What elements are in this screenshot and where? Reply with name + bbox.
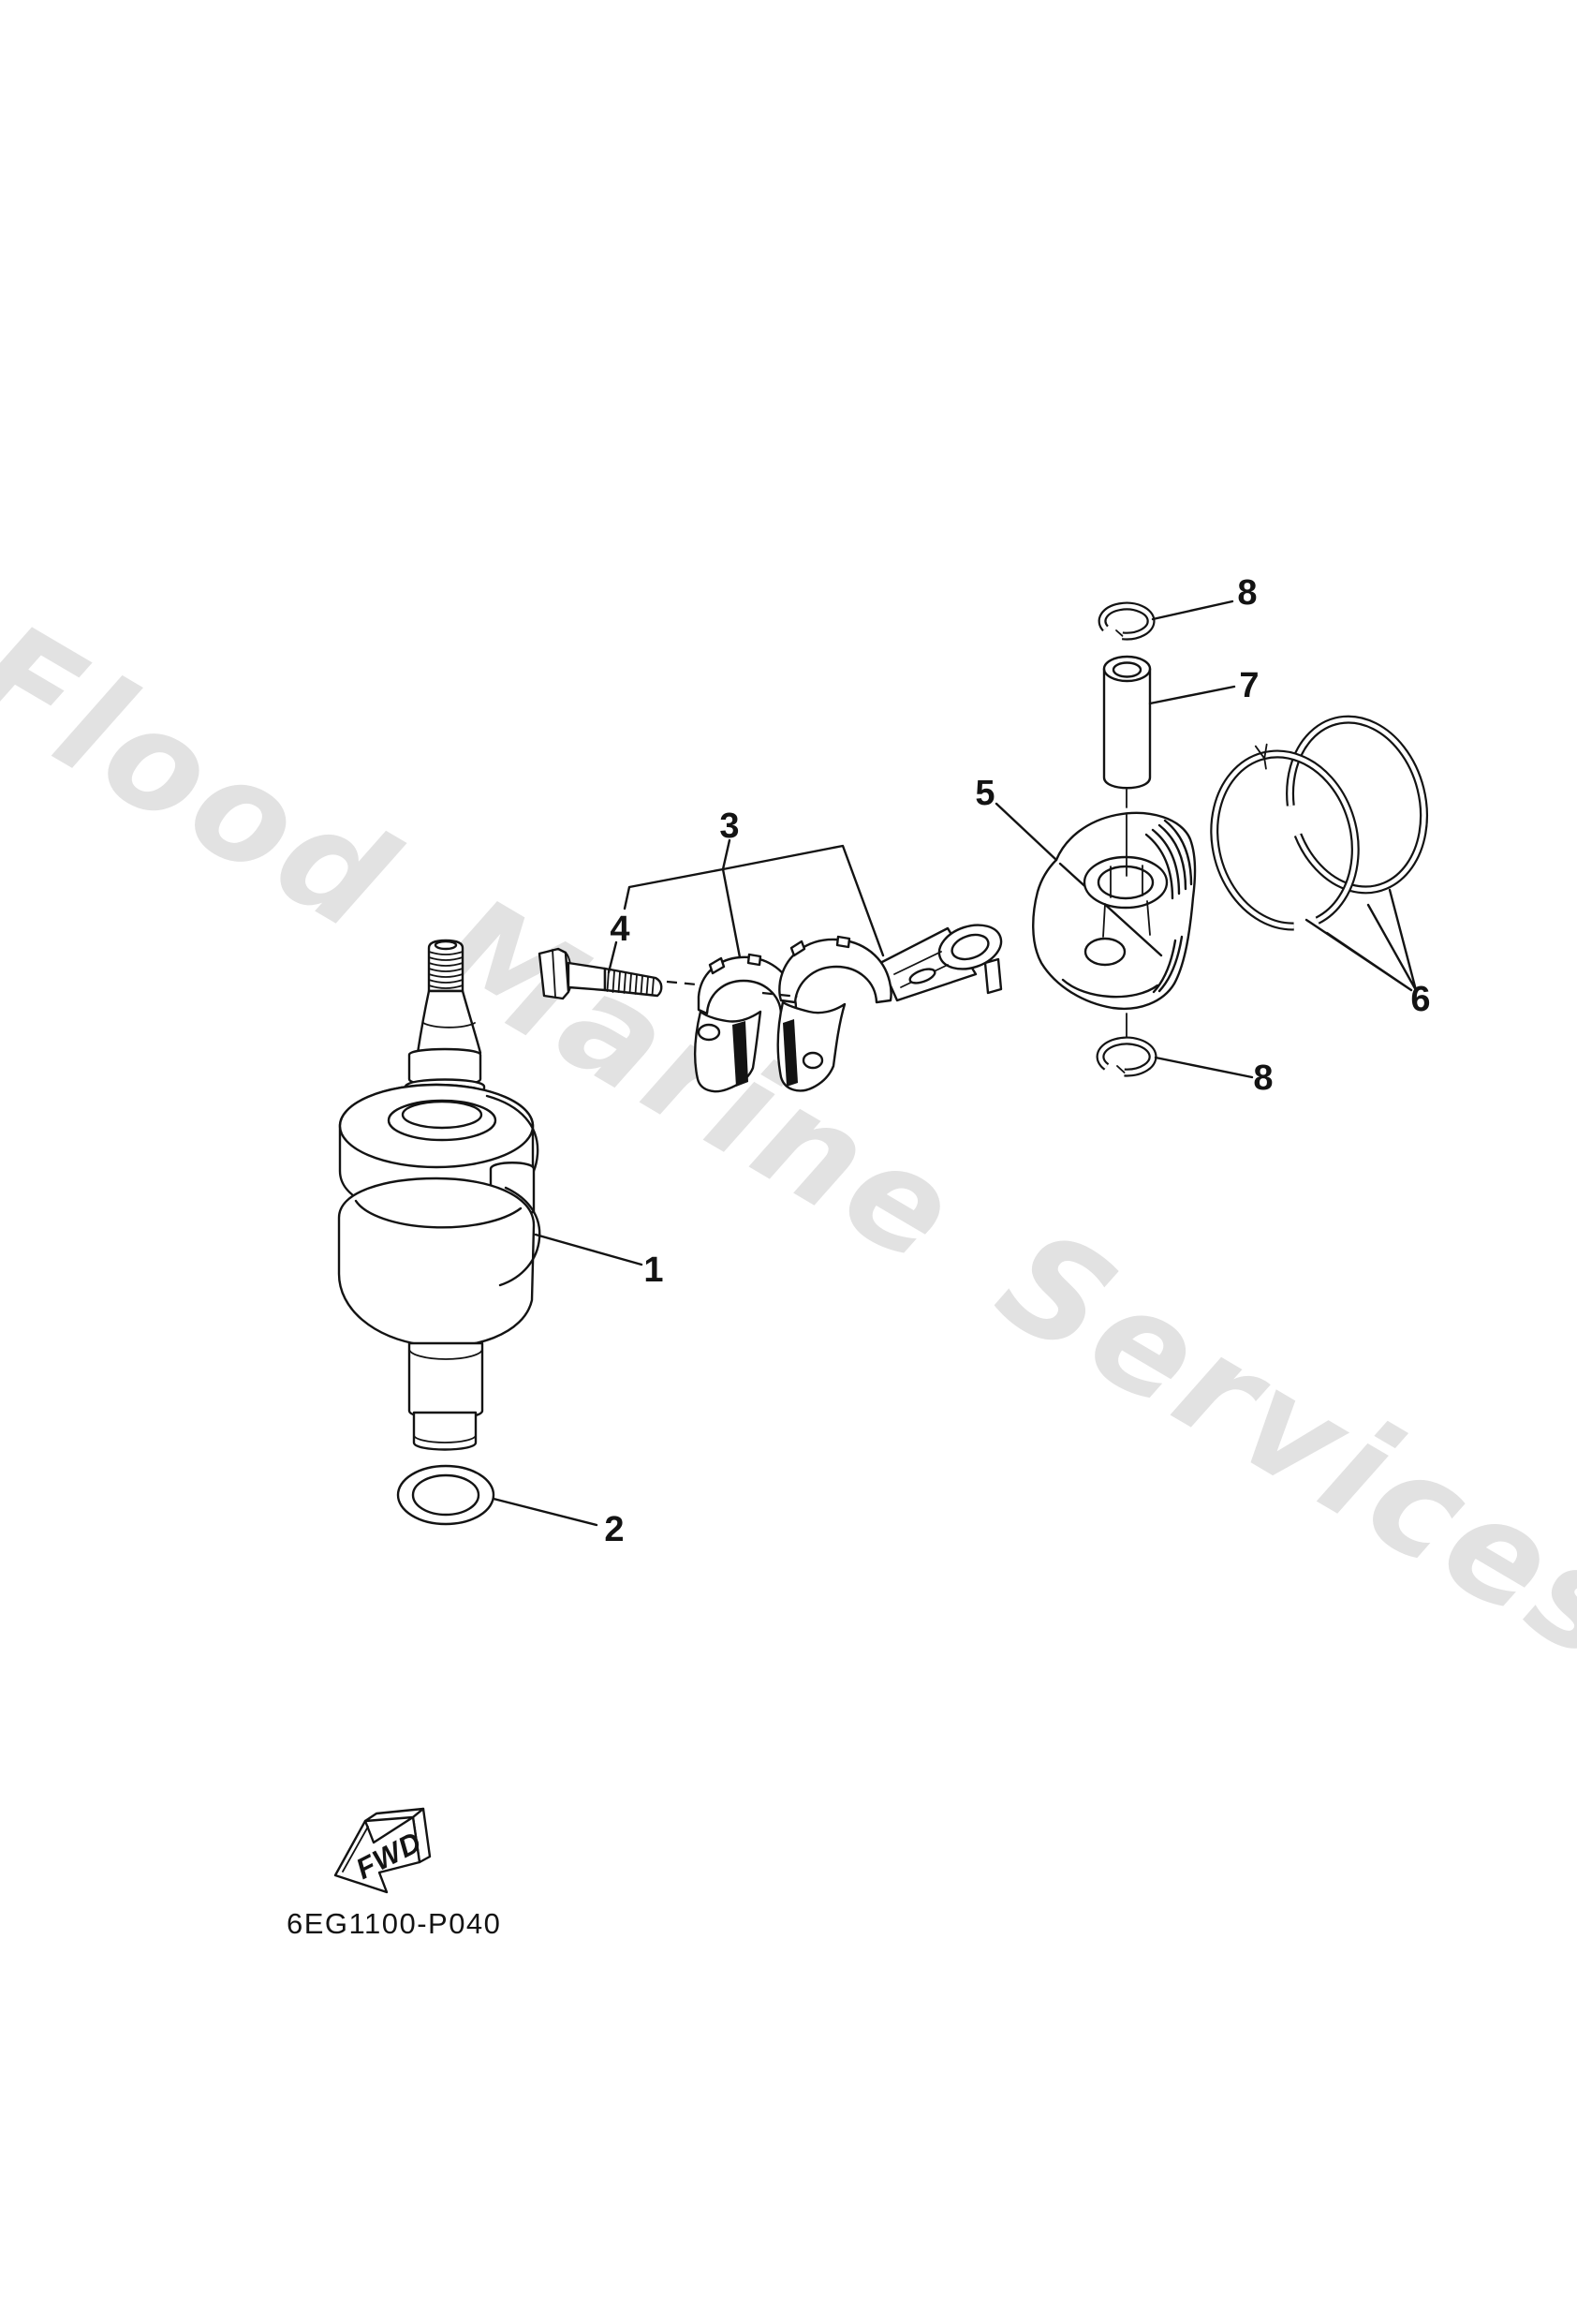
diagram-code: 6EG1100-P040 [287, 1907, 502, 1940]
piston-ring-front-part [1210, 743, 1360, 931]
bearing-cap-left-part [694, 953, 798, 1093]
fwd-direction-arrow: FWD [333, 1807, 432, 1894]
callout-labels: 1 2 3 4 5 6 7 8 8 [604, 573, 1430, 1549]
piston-ring-back-part [1286, 715, 1428, 895]
bolt-part [538, 947, 663, 1000]
callout-label-5: 5 [975, 774, 995, 813]
callout-label-6: 6 [1410, 980, 1430, 1019]
callout-label-8: 8 [1237, 573, 1257, 613]
callout-label-1: 1 [643, 1251, 663, 1290]
connecting-rod-part [776, 924, 1003, 1092]
washer-part [396, 1464, 495, 1526]
piston-pin-part [1102, 655, 1152, 808]
leader-lines [492, 600, 1418, 1527]
callout-label-8: 8 [1253, 1058, 1273, 1098]
callout-label-2: 2 [604, 1510, 624, 1549]
circlip-top-part [1098, 601, 1156, 641]
callout-label-4: 4 [610, 910, 629, 949]
callout-label-3: 3 [719, 807, 739, 846]
crankshaft-part [337, 939, 541, 1451]
circlip-bottom-part [1096, 1013, 1157, 1077]
piston-part [1032, 811, 1197, 1011]
callout-label-7: 7 [1239, 666, 1259, 705]
